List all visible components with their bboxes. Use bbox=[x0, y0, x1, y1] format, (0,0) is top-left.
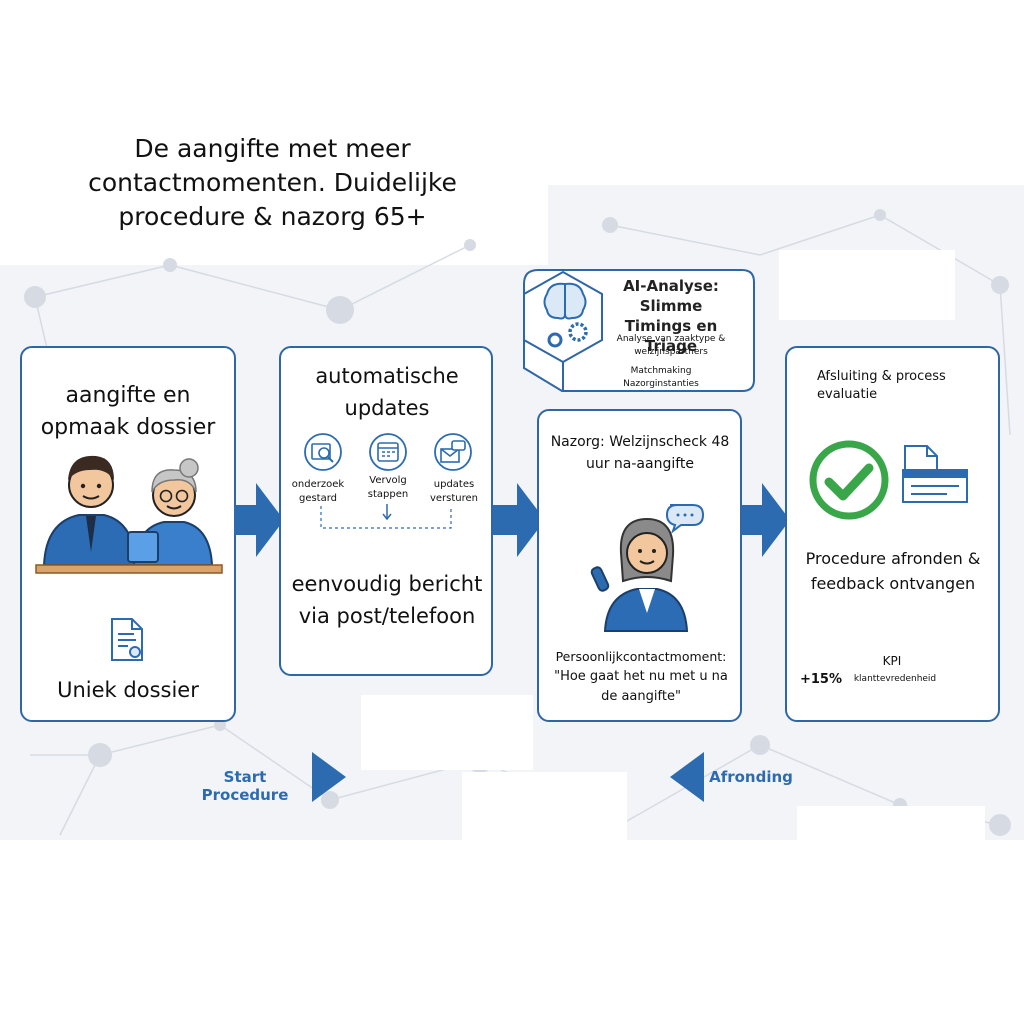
play-left-icon[interactable] bbox=[670, 752, 704, 802]
blank-patch bbox=[797, 806, 985, 846]
blank-patch bbox=[779, 250, 955, 320]
step2-icon-label: onderzoek gestard bbox=[291, 479, 345, 504]
ai-line2: Matchmaking Nazorginstanties bbox=[623, 366, 699, 389]
flow-arrow-icon bbox=[742, 483, 790, 557]
step1-card: aangifte en opmaak dossier Uniek dossier bbox=[20, 346, 236, 722]
kpi-label: KPI bbox=[882, 654, 902, 668]
step2-body: eenvoudig bericht via post/telefoon bbox=[291, 572, 483, 628]
kpi-value: +15% bbox=[799, 672, 842, 687]
step4-card: Afsluiting & process evaluatie Procedure… bbox=[785, 346, 1000, 722]
step3-quote: "Hoe gaat het nu met u na de aangifte" bbox=[554, 669, 728, 704]
step2-heading: automatische updates bbox=[315, 364, 459, 420]
officer-and-senior-illustration bbox=[35, 455, 223, 574]
step4-heading: Afsluiting & process evaluatie bbox=[817, 369, 946, 402]
step1-heading: aangifte en opmaak dossier bbox=[40, 383, 216, 440]
step2-icon-label: updates versturen bbox=[429, 479, 479, 504]
step2-icon-label: Vervolg stappen bbox=[367, 475, 409, 500]
search-folder-icon bbox=[304, 433, 342, 471]
step3-label: Persoonlijkcontactmoment: bbox=[555, 649, 727, 664]
flow-arrow-icon bbox=[234, 483, 284, 557]
ai-title: AI-Analyse: Slimme Timings en Triage bbox=[623, 277, 719, 355]
form-document-icon bbox=[902, 445, 968, 503]
step3-card: Nazorg: Welzijnscheck 48 uur na-aangifte… bbox=[537, 409, 742, 722]
step3-heading: Nazorg: Welzijnscheck 48 uur na-aangifte bbox=[550, 434, 730, 472]
calendar-icon bbox=[369, 433, 407, 471]
dashed-connector bbox=[320, 504, 452, 529]
afronding-link[interactable]: Afronding bbox=[709, 768, 793, 786]
page-title: De aangifte met meer contactmomenten. Du… bbox=[88, 134, 457, 231]
checkmark-icon bbox=[809, 440, 889, 520]
ai-line1: Analyse van zaaktype & welzijnspartners bbox=[616, 334, 726, 357]
caller-woman-illustration bbox=[590, 504, 705, 632]
step1-footer: Uniek dossier bbox=[57, 678, 199, 702]
blank-patch bbox=[462, 772, 627, 842]
mail-chat-icon bbox=[434, 433, 472, 471]
step4-body: Procedure afronden & feedback ontvangen bbox=[805, 549, 981, 593]
dossier-document-icon bbox=[111, 618, 143, 661]
play-right-icon[interactable] bbox=[312, 752, 346, 802]
kpi-description: klanttevredenheid bbox=[853, 674, 937, 684]
blank-patch bbox=[361, 695, 533, 770]
flow-arrow-icon bbox=[493, 483, 545, 557]
start-procedure-link[interactable]: Start Procedure bbox=[201, 768, 289, 804]
step2-card: automatische updates onderzoek gestard V… bbox=[279, 346, 493, 676]
ai-brain-gear-icon bbox=[543, 282, 588, 348]
